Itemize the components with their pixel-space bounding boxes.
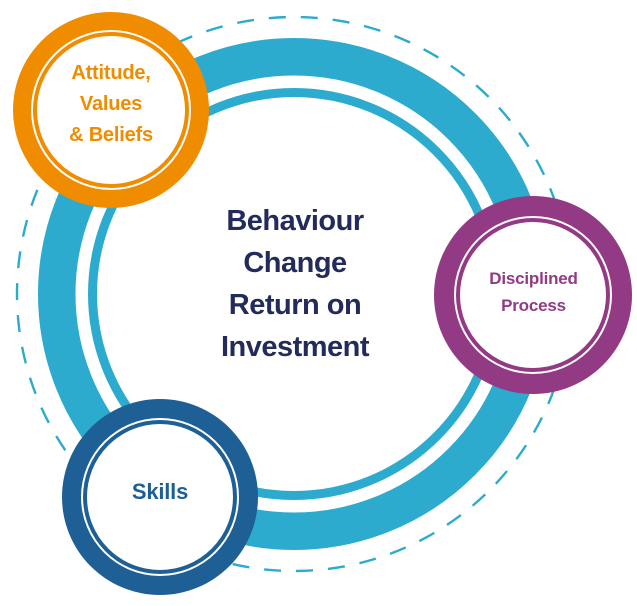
node-process-inner-disc: [461, 223, 605, 367]
center-label-behaviour-change-roi: Behaviour Change Return on Investment: [160, 200, 430, 368]
skills-label-line-1: Skills: [131, 479, 189, 504]
attitude-label-line-2: Values: [79, 93, 143, 115]
node-attitude-inner-disc: [38, 37, 184, 183]
node-attitude-values-beliefs[interactable]: [13, 12, 209, 208]
attitude-label-line-1: Attitude,: [71, 62, 151, 84]
process-label-line-2: Process: [501, 296, 566, 316]
center-label-line-1: Behaviour: [226, 205, 364, 237]
node-skills[interactable]: [62, 399, 258, 595]
center-label-line-2: Change: [243, 247, 347, 280]
node-disciplined-process[interactable]: [434, 196, 632, 394]
node-skills-inner-disc: [88, 425, 232, 569]
node-label-skills: Skills: [80, 478, 240, 506]
center-label-line-4: Investment: [220, 331, 370, 364]
node-label-disciplined-process: Disciplined Process: [451, 265, 616, 319]
center-white-disc: [97, 97, 491, 491]
attitude-label-line-3: & Beliefs: [69, 124, 153, 146]
node-label-attitude-values-beliefs: Attitude, Values & Beliefs: [26, 58, 196, 151]
process-label-line-1: Disciplined: [489, 269, 578, 288]
center-label-line-3: Return on: [228, 289, 362, 322]
node-attitude-thin-ring: [33, 32, 189, 188]
node-skills-thin-ring: [83, 420, 237, 574]
node-process-thin-ring: [456, 218, 610, 372]
